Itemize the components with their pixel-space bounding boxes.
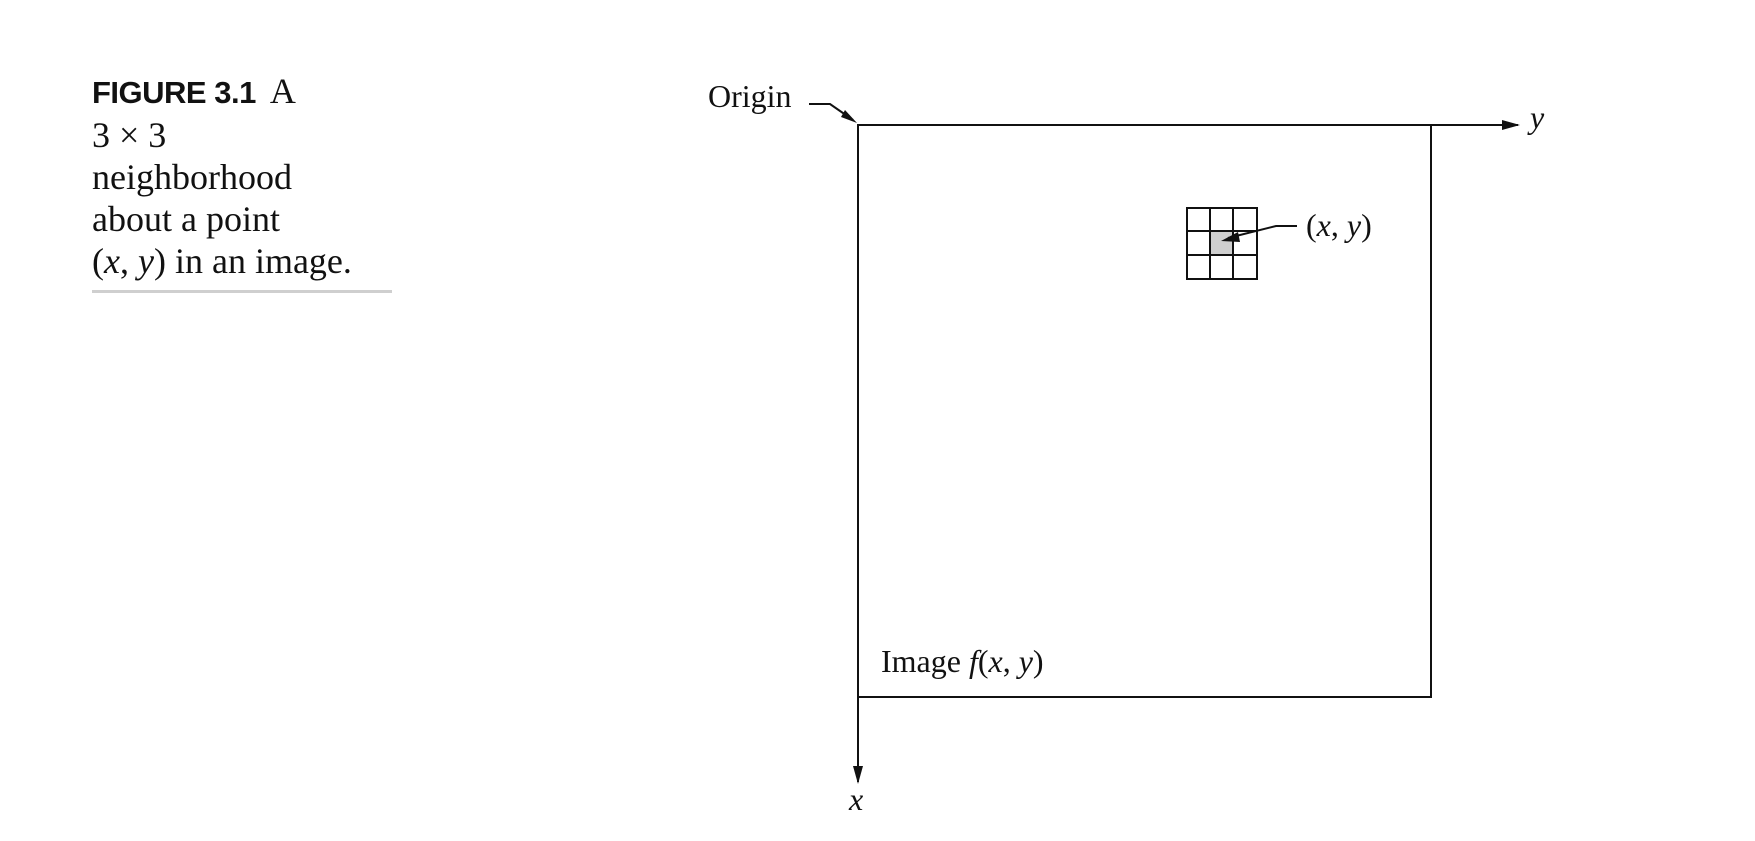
y-axis-label: y [1527,99,1545,135]
caption-paren-open: ( [92,241,104,281]
caption-text-1: A [269,71,296,111]
image-label: Image f(x, y) [881,643,1044,679]
point-pointer [1227,225,1297,239]
caption-line-3: neighborhood [92,157,292,197]
origin-label: Origin [708,78,792,114]
x-axis-label: x [848,781,863,817]
caption-line-1: FIGURE 3.1 A [92,70,392,114]
origin-pointer-arrowhead [841,110,857,123]
caption-line-2: 3 × 3 [92,115,167,155]
caption-line-5: (x, y) in an image. [92,240,392,282]
figure-label: FIGURE 3.1 [92,75,256,110]
x-axis-arrowhead [853,766,863,784]
figure-caption: FIGURE 3.1 A 3 × 3 neighborhood about a p… [92,70,392,293]
point-label: (x, y) [1306,207,1372,243]
caption-line-4: about a point [92,199,280,239]
neighborhood-grid [1186,207,1258,280]
grid-outline [1186,207,1258,280]
caption-comma: , [119,241,138,281]
y-axis-arrowhead [1502,120,1520,130]
center-cell [1210,231,1233,255]
caption-var-y: y [137,241,154,281]
point-pointer-arrowhead [1221,232,1240,242]
caption-var-x: x [104,241,120,281]
caption-text-end: ) in an image. [153,241,352,281]
